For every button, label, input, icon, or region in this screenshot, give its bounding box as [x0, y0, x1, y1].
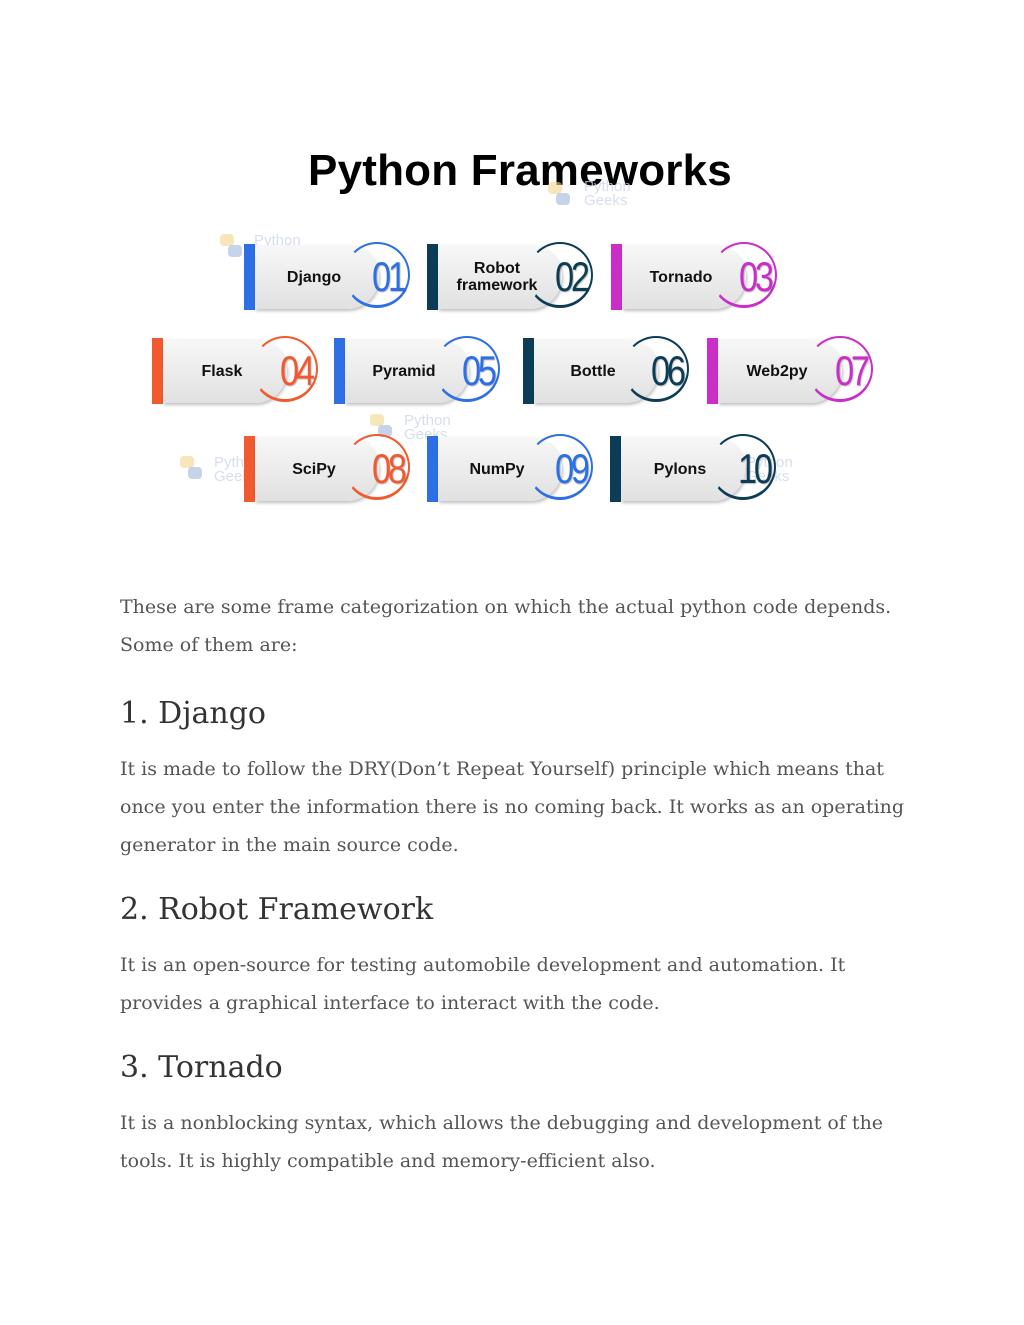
card-arc — [252, 336, 318, 402]
card-accent-bar — [427, 436, 438, 502]
card-arc — [434, 336, 500, 402]
framework-card-django: Django 01 — [244, 242, 422, 314]
framework-label: SciPy — [292, 460, 336, 478]
card-accent-bar — [244, 436, 255, 502]
card-arc — [710, 434, 776, 500]
framework-label: Flask — [201, 362, 243, 380]
section-heading-django: 1. Django — [120, 696, 266, 731]
framework-number: 08 — [372, 445, 407, 492]
framework-number: 07 — [835, 347, 870, 394]
watermark-logo-icon — [180, 456, 202, 480]
section-body-robot-framework: It is an open-source for testing automob… — [120, 954, 846, 1014]
card-arc — [344, 434, 410, 500]
framework-card-flask: Flask 04 — [152, 336, 330, 408]
section-heading-robot-framework: 2. Robot Framework — [120, 892, 434, 927]
framework-card-numpy: NumPy 09 — [427, 434, 605, 506]
framework-number: 09 — [555, 445, 590, 492]
framework-label: NumPy — [469, 460, 525, 478]
section-body-tornado: It is a nonblocking syntax, which allows… — [120, 1112, 884, 1172]
framework-number: 05 — [462, 347, 497, 394]
card-accent-bar — [523, 338, 534, 404]
card-accent-bar — [707, 338, 718, 404]
card-arc — [807, 336, 873, 402]
card-arc — [527, 242, 593, 308]
section-body-django: It is made to follow the DRY(Don’t Repea… — [120, 758, 905, 856]
framework-card-web2py: Web2py 07 — [707, 336, 885, 408]
framework-label: Web2py — [746, 362, 808, 380]
framework-label: Bottle — [570, 362, 616, 380]
article-body: These are some frame categorization on w… — [120, 588, 910, 1180]
card-arc — [344, 242, 410, 308]
framework-label: Tornado — [649, 268, 713, 286]
framework-card-bottle: Bottle 06 — [523, 336, 701, 408]
framework-label: Robot framework — [456, 260, 538, 294]
framework-card-pylons: Pylons 10 — [610, 434, 788, 506]
framework-card-pyramid: Pyramid 05 — [334, 336, 512, 408]
card-accent-bar — [244, 244, 255, 310]
framework-label: Pylons — [653, 460, 707, 478]
intro-paragraph: These are some frame categorization on w… — [120, 596, 892, 656]
framework-label: Django — [286, 268, 342, 286]
framework-label: Pyramid — [372, 362, 436, 380]
framework-number: 04 — [280, 347, 315, 394]
card-arc — [623, 336, 689, 402]
framework-number: 10 — [738, 445, 773, 492]
card-arc — [711, 242, 777, 308]
card-arc — [527, 434, 593, 500]
card-accent-bar — [152, 338, 163, 404]
card-accent-bar — [611, 244, 622, 310]
watermark-logo-icon — [548, 182, 570, 206]
section-heading-tornado: 3. Tornado — [120, 1050, 283, 1085]
card-accent-bar — [427, 244, 438, 310]
framework-number: 02 — [555, 253, 590, 300]
framework-card-robot-framework: Robot framework 02 — [427, 242, 605, 314]
framework-card-scipy: SciPy 08 — [244, 434, 422, 506]
card-accent-bar — [610, 436, 621, 502]
watermark-logo-icon — [220, 234, 242, 258]
framework-number: 01 — [372, 253, 407, 300]
framework-card-tornado: Tornado 03 — [611, 242, 789, 314]
framework-number: 06 — [651, 347, 686, 394]
card-accent-bar — [334, 338, 345, 404]
framework-number: 03 — [739, 253, 774, 300]
infographic-title: Python Frameworks — [308, 146, 732, 195]
